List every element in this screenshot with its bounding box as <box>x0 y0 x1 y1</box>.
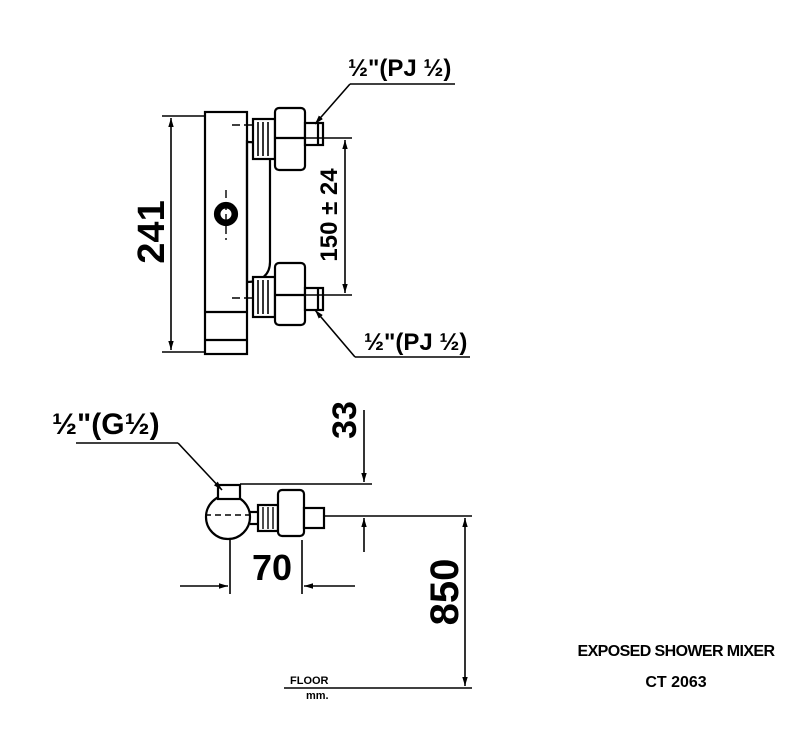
floor-height-dimension <box>284 515 472 689</box>
height-dimension <box>162 115 205 353</box>
outlet-thread-leader <box>76 442 223 491</box>
top-offset-dimension <box>240 410 372 552</box>
bottom-thread-leader <box>314 309 470 358</box>
depth-dimension <box>180 540 355 594</box>
height-dimension-label: 241 <box>131 200 173 263</box>
outlet-thread-label: ½"(G½) <box>52 408 160 441</box>
depth-label: 70 <box>252 547 292 588</box>
side-view <box>204 483 326 541</box>
bottom-coupling-nut <box>251 275 277 319</box>
outlet-cap <box>216 483 242 501</box>
side-inlet-stub <box>302 506 326 530</box>
top-offset-label: 33 <box>326 401 364 439</box>
floor-height-label: 850 <box>423 559 467 626</box>
top-thread-leader <box>314 83 455 125</box>
inlet-spacing-label: 150 ± 24 <box>316 168 343 262</box>
mixer-body-side <box>204 493 252 541</box>
top-thread-label: ½"(PJ ½) <box>348 55 451 82</box>
bottom-thread-label: ½"(PJ ½) <box>364 329 467 356</box>
floor-unit: mm. <box>306 690 329 702</box>
inlet-spacing-dimension <box>300 137 352 296</box>
model-number: CT 2063 <box>645 674 706 691</box>
top-inlet-stub <box>303 121 325 147</box>
bottom-inlet-stub <box>303 286 325 312</box>
drawing-title: EXPOSED SHOWER MIXER <box>578 643 776 660</box>
floor-label: FLOOR <box>290 675 329 687</box>
side-eccentric <box>276 488 306 538</box>
top-coupling-nut <box>251 117 277 161</box>
front-view <box>203 106 325 356</box>
